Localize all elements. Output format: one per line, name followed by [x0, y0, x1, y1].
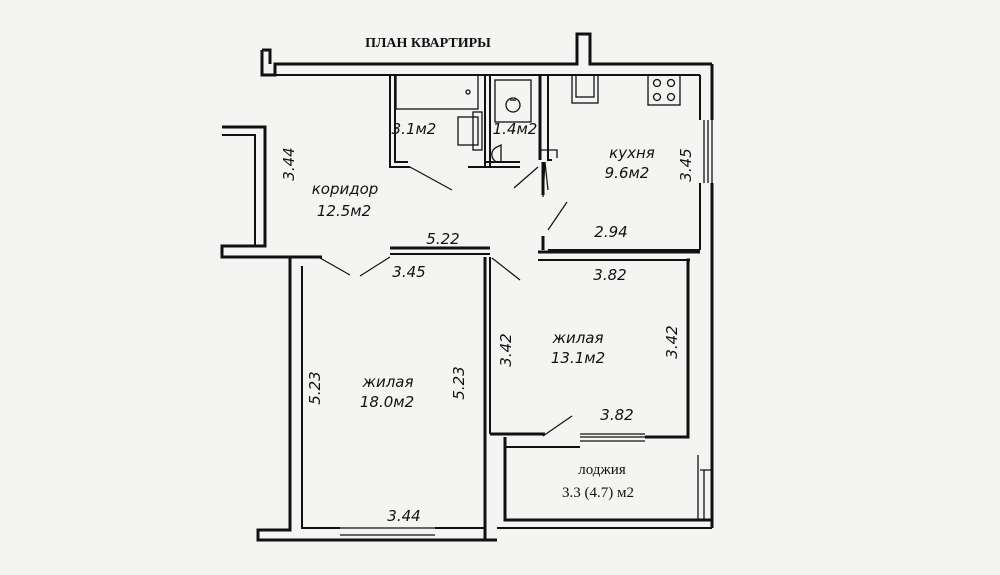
sink-icon	[457, 116, 479, 146]
outer-walls	[220, 32, 714, 542]
wc-sink-icon	[491, 143, 502, 163]
kitchen-area: 9.6м2	[605, 164, 650, 182]
dim-small-right: 3.42	[663, 325, 681, 358]
dim-large-left: 5.23	[306, 371, 324, 404]
bathtub-icon	[395, 74, 479, 110]
stove-icon	[647, 74, 681, 106]
dim-small-bottom: 3.82	[600, 406, 633, 424]
wc-cistern-icon	[494, 79, 532, 123]
dim-kitchen-right: 3.45	[677, 148, 695, 181]
toilet-icon	[505, 97, 521, 113]
dim-small-top: 3.82	[593, 266, 626, 284]
kitchen-name: кухня	[609, 144, 655, 162]
small-living-area: 13.1м2	[551, 349, 605, 367]
corridor-area: 12.5м2	[317, 202, 371, 220]
dim-corridor-left: 3.44	[280, 147, 298, 180]
dim-large-bottom: 3.44	[387, 507, 420, 525]
dim-small-left: 3.42	[497, 333, 515, 366]
large-living-name: жилая	[361, 373, 413, 391]
plan-title: ПЛАН КВАРТИРЫ	[365, 36, 491, 51]
dim-corridor-width: 5.22	[426, 230, 459, 248]
loggia-name: лоджия	[578, 462, 626, 478]
bathroom-area: 3.1м2	[392, 120, 437, 138]
corridor-name: коридор	[312, 180, 379, 198]
interior-walls	[290, 246, 713, 540]
dim-corridor-bottom: 3.45	[392, 263, 425, 281]
dim-large-right: 5.23	[450, 366, 468, 399]
dim-kitchen-bottom: 2.94	[594, 223, 627, 241]
loggia-area: 3.3 (4.7) м2	[562, 485, 634, 501]
kitchen-walls	[538, 74, 700, 254]
bathroom-block	[389, 74, 539, 191]
small-living-name: жилая	[551, 329, 603, 347]
wc-area: 1.4м2	[493, 120, 538, 138]
drain-icon	[465, 89, 471, 95]
large-living-area: 18.0м2	[360, 393, 414, 411]
